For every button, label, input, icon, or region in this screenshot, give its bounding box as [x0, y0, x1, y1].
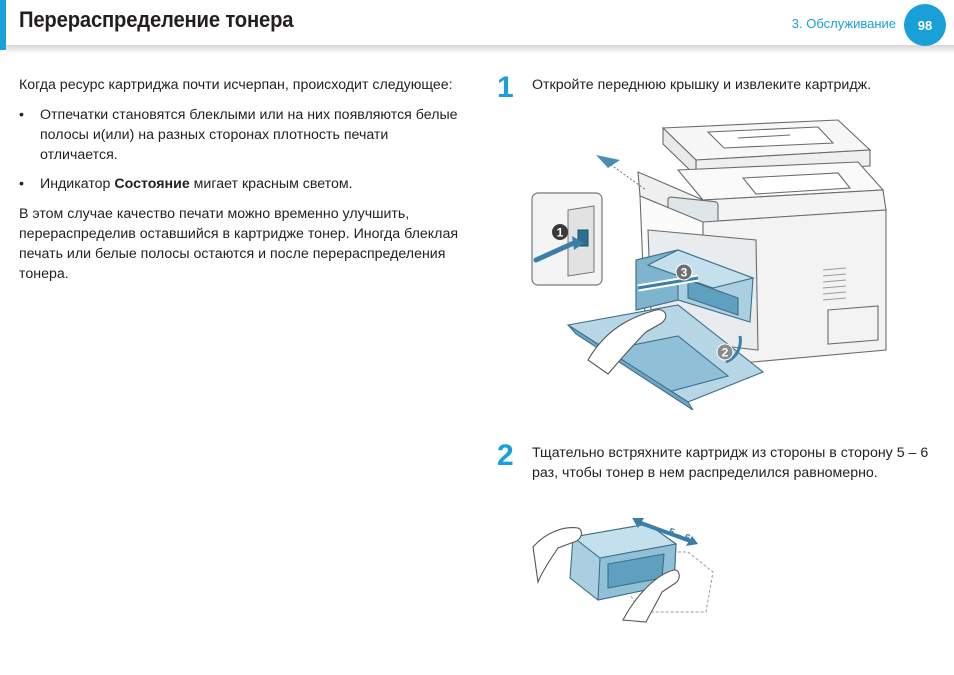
- list-item: • Отпечатки становятся блеклыми или на н…: [19, 105, 469, 165]
- bullet-marker: •: [19, 176, 24, 192]
- step-2-number: 2: [497, 439, 514, 472]
- step-1-text: Откройте переднюю крышку и извлеките кар…: [532, 77, 872, 93]
- symptom-list: • Отпечатки становятся блеклыми или на н…: [19, 105, 469, 194]
- page-number-badge: 98: [904, 4, 946, 46]
- callout-3-badge: 3: [675, 263, 693, 281]
- intro-closing: В этом случае качество печати можно врем…: [19, 206, 459, 282]
- list-item: • Индикатор Состояние мигает красным све…: [19, 174, 469, 194]
- status-indicator-term: Состояние: [114, 176, 190, 192]
- callout-1-label: 1: [557, 226, 564, 240]
- callout-2-badge: 2: [716, 343, 734, 361]
- bullet-marker: •: [19, 107, 24, 123]
- step-1-number: 1: [497, 71, 514, 104]
- page-title: Перераспределение тонера: [19, 7, 294, 32]
- page-header: Перераспределение тонера 3. Обслуживание…: [0, 0, 954, 54]
- callout-1-badge: 1: [552, 224, 568, 240]
- intro-text: Когда ресурс картриджа почти исчерпан, п…: [19, 75, 469, 294]
- bullet-text-post: мигает красным светом.: [189, 176, 353, 192]
- step-2-text: Тщательно встряхните картридж из стороны…: [532, 445, 929, 481]
- printer-cartridge-removal-illustration: [531, 119, 887, 410]
- bullet-text: Отпечатки становятся блеклыми или на них…: [40, 107, 458, 163]
- callout-2-label: 2: [722, 346, 729, 360]
- bullet-text-pre: Индикатор: [40, 176, 115, 192]
- header-divider: [6, 45, 954, 54]
- section-link[interactable]: 3. Обслуживание: [791, 16, 896, 31]
- callout-3-label: 3: [681, 266, 688, 280]
- intro-lead: Когда ресурс картриджа почти исчерпан, п…: [19, 77, 453, 93]
- header-accent-bar: [0, 0, 6, 50]
- cartridge-shake-illustration: 5 – 6: [532, 518, 714, 623]
